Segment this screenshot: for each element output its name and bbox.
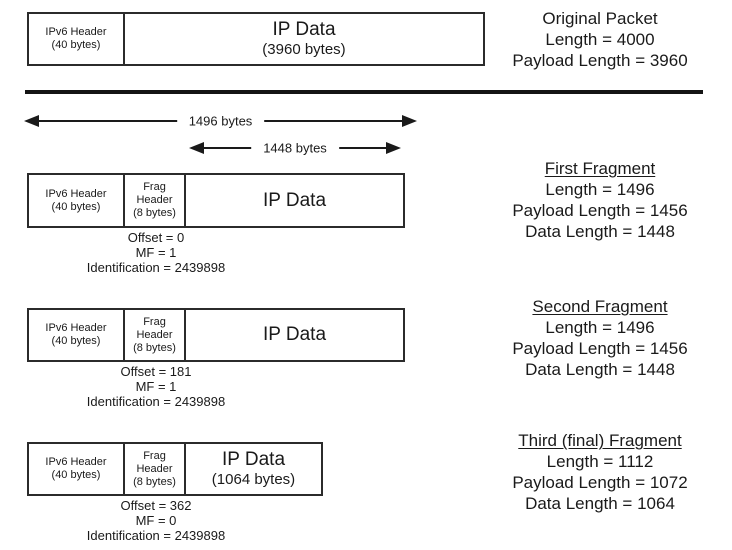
offset-value: Offset = 362 (120, 498, 192, 513)
inner-width-label: 1448 bytes (251, 140, 339, 156)
mf-value: MF = 0 (135, 513, 177, 528)
frag-header-cell: Frag Header (8 bytes) (123, 444, 184, 494)
ipv6-header-label: IPv6 Header (45, 322, 107, 334)
ip-data-cell: IP Data (1064 bytes) (184, 444, 321, 494)
fragment-1-meta: Offset = 0 MF = 1 Identification = 24398… (26, 230, 286, 275)
fragment-1-data-length: Data Length = 1448 (525, 222, 675, 241)
ip-data-size: (1064 bytes) (211, 471, 296, 488)
fragment-3-info: Third (final) Fragment Length = 1112 Pay… (484, 430, 716, 514)
separator-line (25, 90, 703, 94)
ipv6-header-size: (40 bytes) (51, 335, 101, 347)
fragment-2-info: Second Fragment Length = 1496 Payload Le… (484, 296, 716, 380)
mf-value: MF = 1 (135, 379, 177, 394)
fragment-3-title: Third (final) Fragment (518, 431, 682, 450)
original-packet-box: IPv6 Header (40 bytes) IP Data (3960 byt… (27, 12, 485, 66)
ip-data-label: IP Data (272, 19, 336, 40)
ip-data-cell: IP Data (3960 bytes) (123, 14, 483, 64)
arrowhead-left-icon (24, 115, 39, 127)
ipv6-header-cell: IPv6 Header (40 bytes) (29, 310, 123, 360)
ip-data-label: IP Data (221, 449, 286, 470)
ip-data-label: IP Data (262, 189, 327, 211)
fragment-1-length: Length = 1496 (545, 180, 655, 199)
fragment-3-data-length: Data Length = 1064 (525, 494, 675, 513)
frag-header-cell: Frag Header (8 bytes) (123, 310, 184, 360)
original-packet-length: Length = 4000 (545, 30, 655, 49)
identification-value: Identification = 2439898 (86, 528, 226, 543)
offset-value: Offset = 181 (120, 364, 192, 379)
fragment-1-info: First Fragment Length = 1496 Payload Len… (484, 158, 716, 242)
original-packet-title: Original Packet (542, 9, 658, 28)
inner-width-arrow: 1448 bytes (189, 140, 401, 156)
ipv6-header-label: IPv6 Header (45, 26, 107, 38)
fragment-2-box: IPv6 Header (40 bytes) Frag Header (8 by… (27, 308, 405, 362)
mf-value: MF = 1 (135, 245, 177, 260)
fragment-2-data-length: Data Length = 1448 (525, 360, 675, 379)
ip-data-cell: IP Data (184, 310, 403, 360)
fragment-2-meta: Offset = 181 MF = 1 Identification = 243… (26, 364, 286, 409)
frag-header-cell: Frag Header (8 bytes) (123, 175, 184, 226)
ipv6-header-cell: IPv6 Header (40 bytes) (29, 14, 123, 64)
offset-value: Offset = 0 (127, 230, 185, 245)
original-packet-payload-length: Payload Length = 3960 (512, 51, 688, 70)
ipv6-header-label: IPv6 Header (45, 187, 107, 200)
fragment-3-payload-length: Payload Length = 1072 (512, 473, 688, 492)
frag-header-label: Frag (143, 449, 166, 462)
arrowhead-left-icon (189, 142, 204, 154)
outer-width-arrow: 1496 bytes (24, 113, 417, 129)
frag-header-label: Frag (143, 315, 166, 328)
frag-header-label: Frag (143, 181, 166, 193)
frag-header-size: (8 bytes) (133, 341, 176, 354)
fragment-3-meta: Offset = 362 MF = 0 Identification = 243… (26, 498, 286, 543)
fragment-1-title: First Fragment (544, 159, 656, 178)
ip-data-size: (3960 bytes) (262, 41, 346, 58)
arrowhead-right-icon (402, 115, 417, 127)
ipv6-header-label: IPv6 Header (45, 456, 107, 468)
ip-data-cell: IP Data (184, 175, 403, 226)
fragment-2-title: Second Fragment (532, 297, 668, 316)
identification-value: Identification = 2439898 (86, 260, 226, 275)
ip-data-label: IP Data (262, 324, 327, 345)
frag-header-size: (8 bytes) (133, 207, 176, 219)
ipv6-header-cell: IPv6 Header (40 bytes) (29, 175, 123, 226)
fragment-1-box: IPv6 Header (40 bytes) Frag Header (8 by… (27, 173, 405, 228)
ipv6-header-cell: IPv6 Header (40 bytes) (29, 444, 123, 494)
ipv6-header-size: (40 bytes) (51, 39, 101, 51)
frag-header-label2: Header (136, 328, 173, 341)
fragment-3-box: IPv6 Header (40 bytes) Frag Header (8 by… (27, 442, 323, 496)
frag-header-label2: Header (136, 462, 173, 475)
frag-header-label2: Header (136, 194, 173, 206)
fragment-2-payload-length: Payload Length = 1456 (512, 339, 688, 358)
ipv6-header-size: (40 bytes) (51, 200, 101, 213)
frag-header-size: (8 bytes) (133, 475, 176, 488)
arrowhead-right-icon (386, 142, 401, 154)
original-packet-info: Original Packet Length = 4000 Payload Le… (484, 8, 716, 71)
fragment-2-length: Length = 1496 (545, 318, 655, 337)
outer-width-label: 1496 bytes (176, 113, 265, 129)
ipv6-header-size: (40 bytes) (51, 469, 101, 481)
fragment-3-length: Length = 1112 (546, 452, 654, 471)
identification-value: Identification = 2439898 (86, 394, 226, 409)
fragment-1-payload-length: Payload Length = 1456 (512, 201, 688, 220)
